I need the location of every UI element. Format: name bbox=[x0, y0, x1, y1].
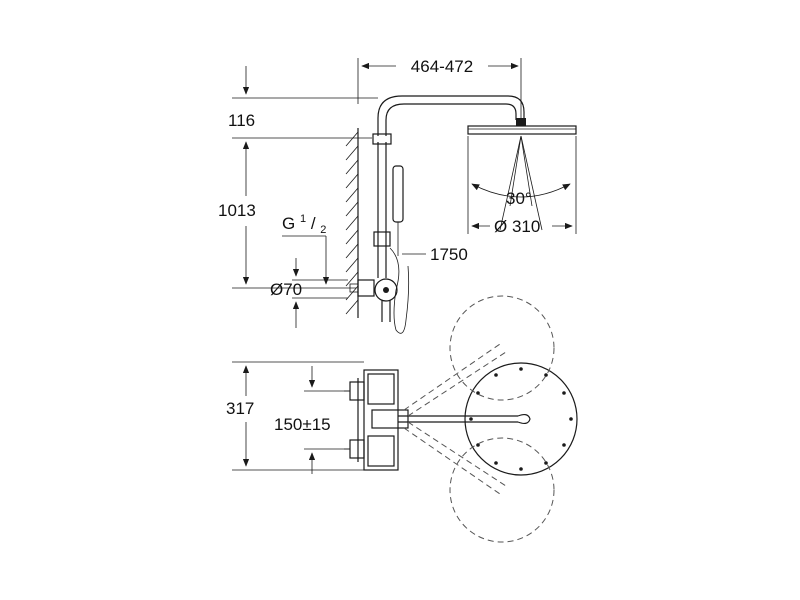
top-offset-label: 116 bbox=[228, 111, 255, 130]
hand-shower bbox=[389, 165, 410, 334]
inlet-spacing-label: 150±15 bbox=[274, 415, 331, 434]
thread-size-label: G 1 / 2 bbox=[282, 207, 326, 236]
mixer-height-label: 317 bbox=[226, 399, 254, 418]
wall-hatching bbox=[345, 128, 359, 318]
spray-angle-label: 30° bbox=[506, 189, 532, 208]
dimension-lines-side bbox=[232, 58, 577, 328]
side-view bbox=[345, 95, 577, 334]
plan-arm bbox=[398, 413, 531, 425]
dimension-labels: 464-472 116 1013 G 1 / 2 1750 Ø70 30° Ø … bbox=[218, 57, 540, 434]
plan-view bbox=[344, 295, 578, 543]
shower-arm bbox=[377, 95, 525, 136]
water-inlets bbox=[344, 381, 365, 459]
arm-reach-label: 464-472 bbox=[411, 57, 473, 76]
riser-pipe bbox=[372, 133, 392, 278]
plan-shower-head bbox=[464, 362, 578, 476]
head-diameter-label: Ø 310 bbox=[494, 217, 540, 236]
overhead-shower-head bbox=[467, 118, 577, 135]
mixer-plan bbox=[363, 369, 409, 471]
rose-diameter-label: Ø70 bbox=[270, 280, 302, 299]
swivel-positions bbox=[403, 295, 555, 543]
hose-length-label: 1750 bbox=[430, 245, 468, 264]
dimension-lines-plan bbox=[232, 361, 364, 474]
spray-angle-indicator bbox=[471, 135, 571, 231]
height-total-label: 1013 bbox=[218, 201, 256, 220]
